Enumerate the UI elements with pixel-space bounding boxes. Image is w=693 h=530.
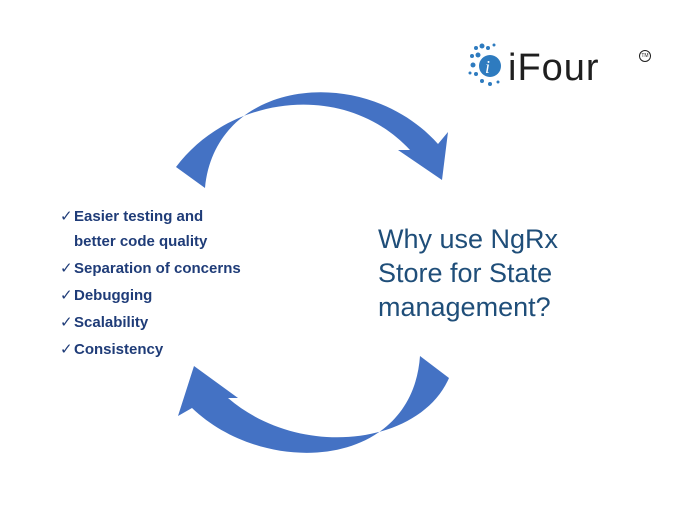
benefit-item: ✓Consistency bbox=[60, 337, 244, 362]
question-heading: Why use NgRx Store for State management? bbox=[378, 224, 559, 322]
logo-dots-icon: i bbox=[468, 43, 501, 86]
benefit-item: ✓Easier testing and better code quality bbox=[60, 204, 244, 254]
top-cycle-arrow bbox=[176, 92, 448, 188]
check-icon: ✓ bbox=[60, 314, 73, 331]
benefit-text: Consistency bbox=[74, 341, 164, 358]
check-icon: ✓ bbox=[60, 208, 73, 225]
benefit-text: Easier testing and better code quality bbox=[74, 208, 208, 250]
check-icon: ✓ bbox=[60, 287, 73, 304]
benefit-item: ✓Separation of concerns bbox=[60, 256, 244, 281]
svg-text:i: i bbox=[485, 57, 490, 77]
ifour-logo: i iFour TM bbox=[468, 38, 668, 98]
benefit-item: ✓Scalability bbox=[60, 310, 244, 335]
benefit-text: Debugging bbox=[74, 287, 153, 304]
check-icon: ✓ bbox=[60, 341, 73, 358]
logo-trademark: TM bbox=[639, 50, 651, 62]
benefit-text: Scalability bbox=[74, 314, 149, 331]
bottom-cycle-arrow bbox=[178, 356, 449, 453]
benefits-list: ✓Easier testing and better code quality … bbox=[60, 204, 244, 364]
benefit-text: Separation of concerns bbox=[74, 260, 241, 277]
benefit-item: ✓Debugging bbox=[60, 283, 244, 308]
check-icon: ✓ bbox=[60, 260, 73, 277]
logo-brand-text: iFour bbox=[508, 47, 600, 89]
